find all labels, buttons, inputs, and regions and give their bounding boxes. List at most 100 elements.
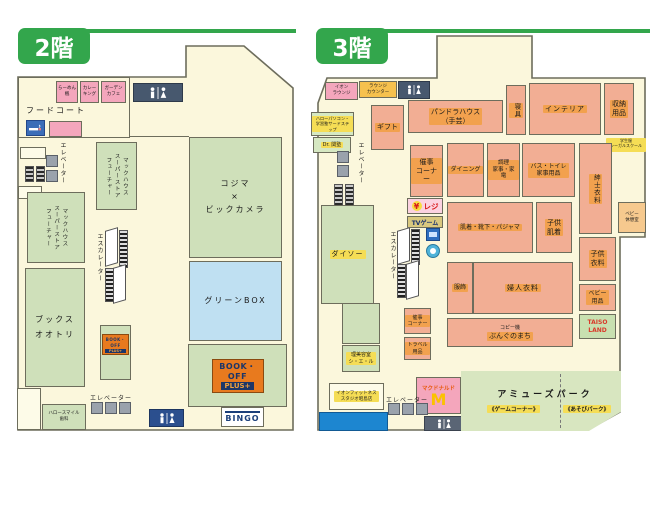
- aeon-lounge: イオン ラウンジ: [325, 82, 358, 100]
- store-bookoff-plus: BOOK・OFF PLUS+: [188, 344, 287, 407]
- dept-womens: 婦人衣料: [473, 262, 573, 314]
- floor3-header-line: [382, 29, 650, 33]
- elevator-label-2f-bottom: エレベーター: [90, 395, 133, 402]
- restroom-icon-2f-bottom: [149, 409, 184, 427]
- store-bookoff-small: BOOK・OFF PLUS+: [100, 325, 131, 380]
- escalator-icon-3f-b: [397, 264, 406, 298]
- store-hello-smile-dental: ハロースマイル 歯科: [42, 404, 86, 430]
- dept-baby-goods: ベビー 用品: [579, 284, 616, 311]
- restroom-icon-3f-bottom: [424, 416, 463, 431]
- corridor-line: [130, 136, 189, 137]
- dept-bath-toilet: バス・トイレ 家事用品: [522, 143, 575, 197]
- store-daiso-annex: [342, 303, 380, 344]
- store-dr-kanjuku: Dr. 関塾: [313, 137, 351, 153]
- dept-underwear: 肌着・靴下・パジャマ: [447, 202, 533, 253]
- store-books-ootori: ブックス オオトリ: [25, 268, 85, 387]
- dept-stationery: コピー機 ぶんぐのまち: [447, 318, 573, 347]
- dept-interior: インテリア: [529, 83, 601, 135]
- mcdonalds-arches-icon: M: [430, 389, 447, 409]
- copier-label: コピー機: [499, 325, 520, 332]
- amuse-park-label: アミューズパーク: [497, 390, 593, 400]
- foodcourt-shop-cafe: ガーデン カフェ: [101, 81, 126, 103]
- baby-rest-room: ベビー 休憩室: [618, 202, 646, 233]
- store-hello-pc-school: ハローパソコン・ 学習塾サードステップ: [311, 112, 354, 136]
- dept-storage: 収納 用品: [604, 83, 634, 135]
- smoking-room-icon: [26, 120, 45, 136]
- escalator-label-2f: エスカレーター: [96, 233, 103, 282]
- elevator-car-icon: [337, 151, 349, 163]
- store-kojima-biccamera: コジマ × ビックカメラ: [189, 137, 282, 258]
- escalator-ramp: [397, 227, 410, 265]
- store-machouse-right: マックハウス スーパーストア フューチャー: [96, 142, 137, 210]
- lounge-counter: ラウンジ カウンター: [359, 81, 397, 98]
- elevator-car-icon: [46, 155, 58, 167]
- dept-gift: ギフト: [371, 105, 404, 150]
- elevator-label-3f-bottom: エレベーター: [386, 397, 429, 404]
- asobi-park-label: 《あそびパーク》: [563, 405, 612, 413]
- bingo-logo: BINGO: [225, 411, 260, 423]
- store-school-uniform: 学生服 シーガルスクール: [606, 138, 646, 152]
- store-pandora-house: パンドラハウス （手芸）: [408, 100, 503, 133]
- restroom-icon-3f-top: [398, 81, 430, 99]
- escalator-ramp: [406, 260, 419, 300]
- yen-icon: ¥: [411, 201, 422, 211]
- dept-cooking-appliance: 調理 家事・家電: [487, 143, 520, 197]
- elevator-cars-2f-bottom: [91, 402, 131, 414]
- store-taiso-land: TAISO LAND: [579, 314, 616, 339]
- elevator-car-icon: [416, 403, 428, 415]
- elevator-car-icon: [337, 165, 349, 177]
- elevator-label-2f-top: エレベーター: [59, 142, 66, 184]
- tv-game-label: TVゲーム: [411, 219, 439, 227]
- foodcourt-shop-curry-king: カレー キング: [80, 81, 99, 103]
- dept-mens: 紳士衣料: [579, 143, 612, 234]
- photo-booth-icon: [426, 228, 440, 241]
- dept-kids-underwear: 子供 肌着: [536, 202, 572, 253]
- stairs-icon-2f-b: [36, 166, 45, 182]
- food-court-label: フードコート: [26, 106, 86, 115]
- foodcourt-shop-ramen: らーめん 楓: [56, 81, 78, 103]
- store-bingo: BINGO: [221, 407, 264, 427]
- water-fountain-icon: [426, 244, 440, 258]
- dept-event-corner-1: 催事 コーナー: [410, 145, 443, 197]
- store-daiso: ダイソー: [321, 205, 374, 304]
- service-room: [20, 147, 46, 159]
- elevator-car-icon: [105, 402, 117, 414]
- elevator-car-icon: [402, 403, 414, 415]
- elevator-car-icon: [46, 170, 58, 182]
- register-counter: ¥ レジ: [407, 198, 443, 214]
- restroom-icon-2f-top: [133, 83, 183, 102]
- dept-event-corner-2: 催事 コーナー: [404, 308, 431, 334]
- dept-dining: ダイニング: [447, 143, 484, 197]
- store-salon-ciel: 理美容室 シ・エ・ル: [342, 345, 380, 372]
- stairs-icon-2f: [25, 166, 34, 182]
- escalator-ramp: [105, 227, 118, 267]
- register-label: レジ: [423, 201, 439, 211]
- store-green-box: グリーンBOX: [189, 261, 282, 341]
- floor2-badge: 2階: [18, 28, 90, 64]
- mcdonalds-label: マクドナルド: [421, 385, 455, 392]
- elevator-car-icon: [91, 402, 103, 414]
- foodcourt-counter: [49, 121, 82, 137]
- escalator-label-3f: エスカレーター: [389, 231, 396, 280]
- store-machouse-left: マックハウス スーパーストア フューチャー: [27, 192, 85, 263]
- floor3-badge: 3階: [316, 28, 388, 64]
- dept-accessories: 服飾: [447, 262, 473, 314]
- store-aeon-fitness: イオンフィットネス スタジオ昭島店: [329, 383, 384, 410]
- dept-kids-clothing: 子供 衣料: [579, 237, 616, 281]
- game-corner-label: 《ゲームコーナー》: [487, 405, 541, 413]
- escalator-icon-2f: [119, 230, 128, 268]
- dept-travel: トラベル 用品: [404, 337, 431, 360]
- amuse-park-divider: [560, 374, 561, 428]
- elevator-car-icon: [388, 403, 400, 415]
- amuse-park-area: [461, 371, 621, 431]
- floor2-header-line: [80, 29, 296, 33]
- escalator-ramp: [113, 264, 126, 304]
- dept-bedding: 寝具: [506, 85, 526, 135]
- bookoff-logo-large: BOOK・OFF PLUS+: [211, 358, 264, 393]
- tv-game-corner: TVゲーム: [407, 216, 443, 228]
- elevator-label-3f-top: エレベーター: [357, 142, 364, 184]
- corner-room: [17, 388, 41, 430]
- elevator-car-icon: [119, 402, 131, 414]
- elevator-cars-3f-bottom: [388, 403, 428, 415]
